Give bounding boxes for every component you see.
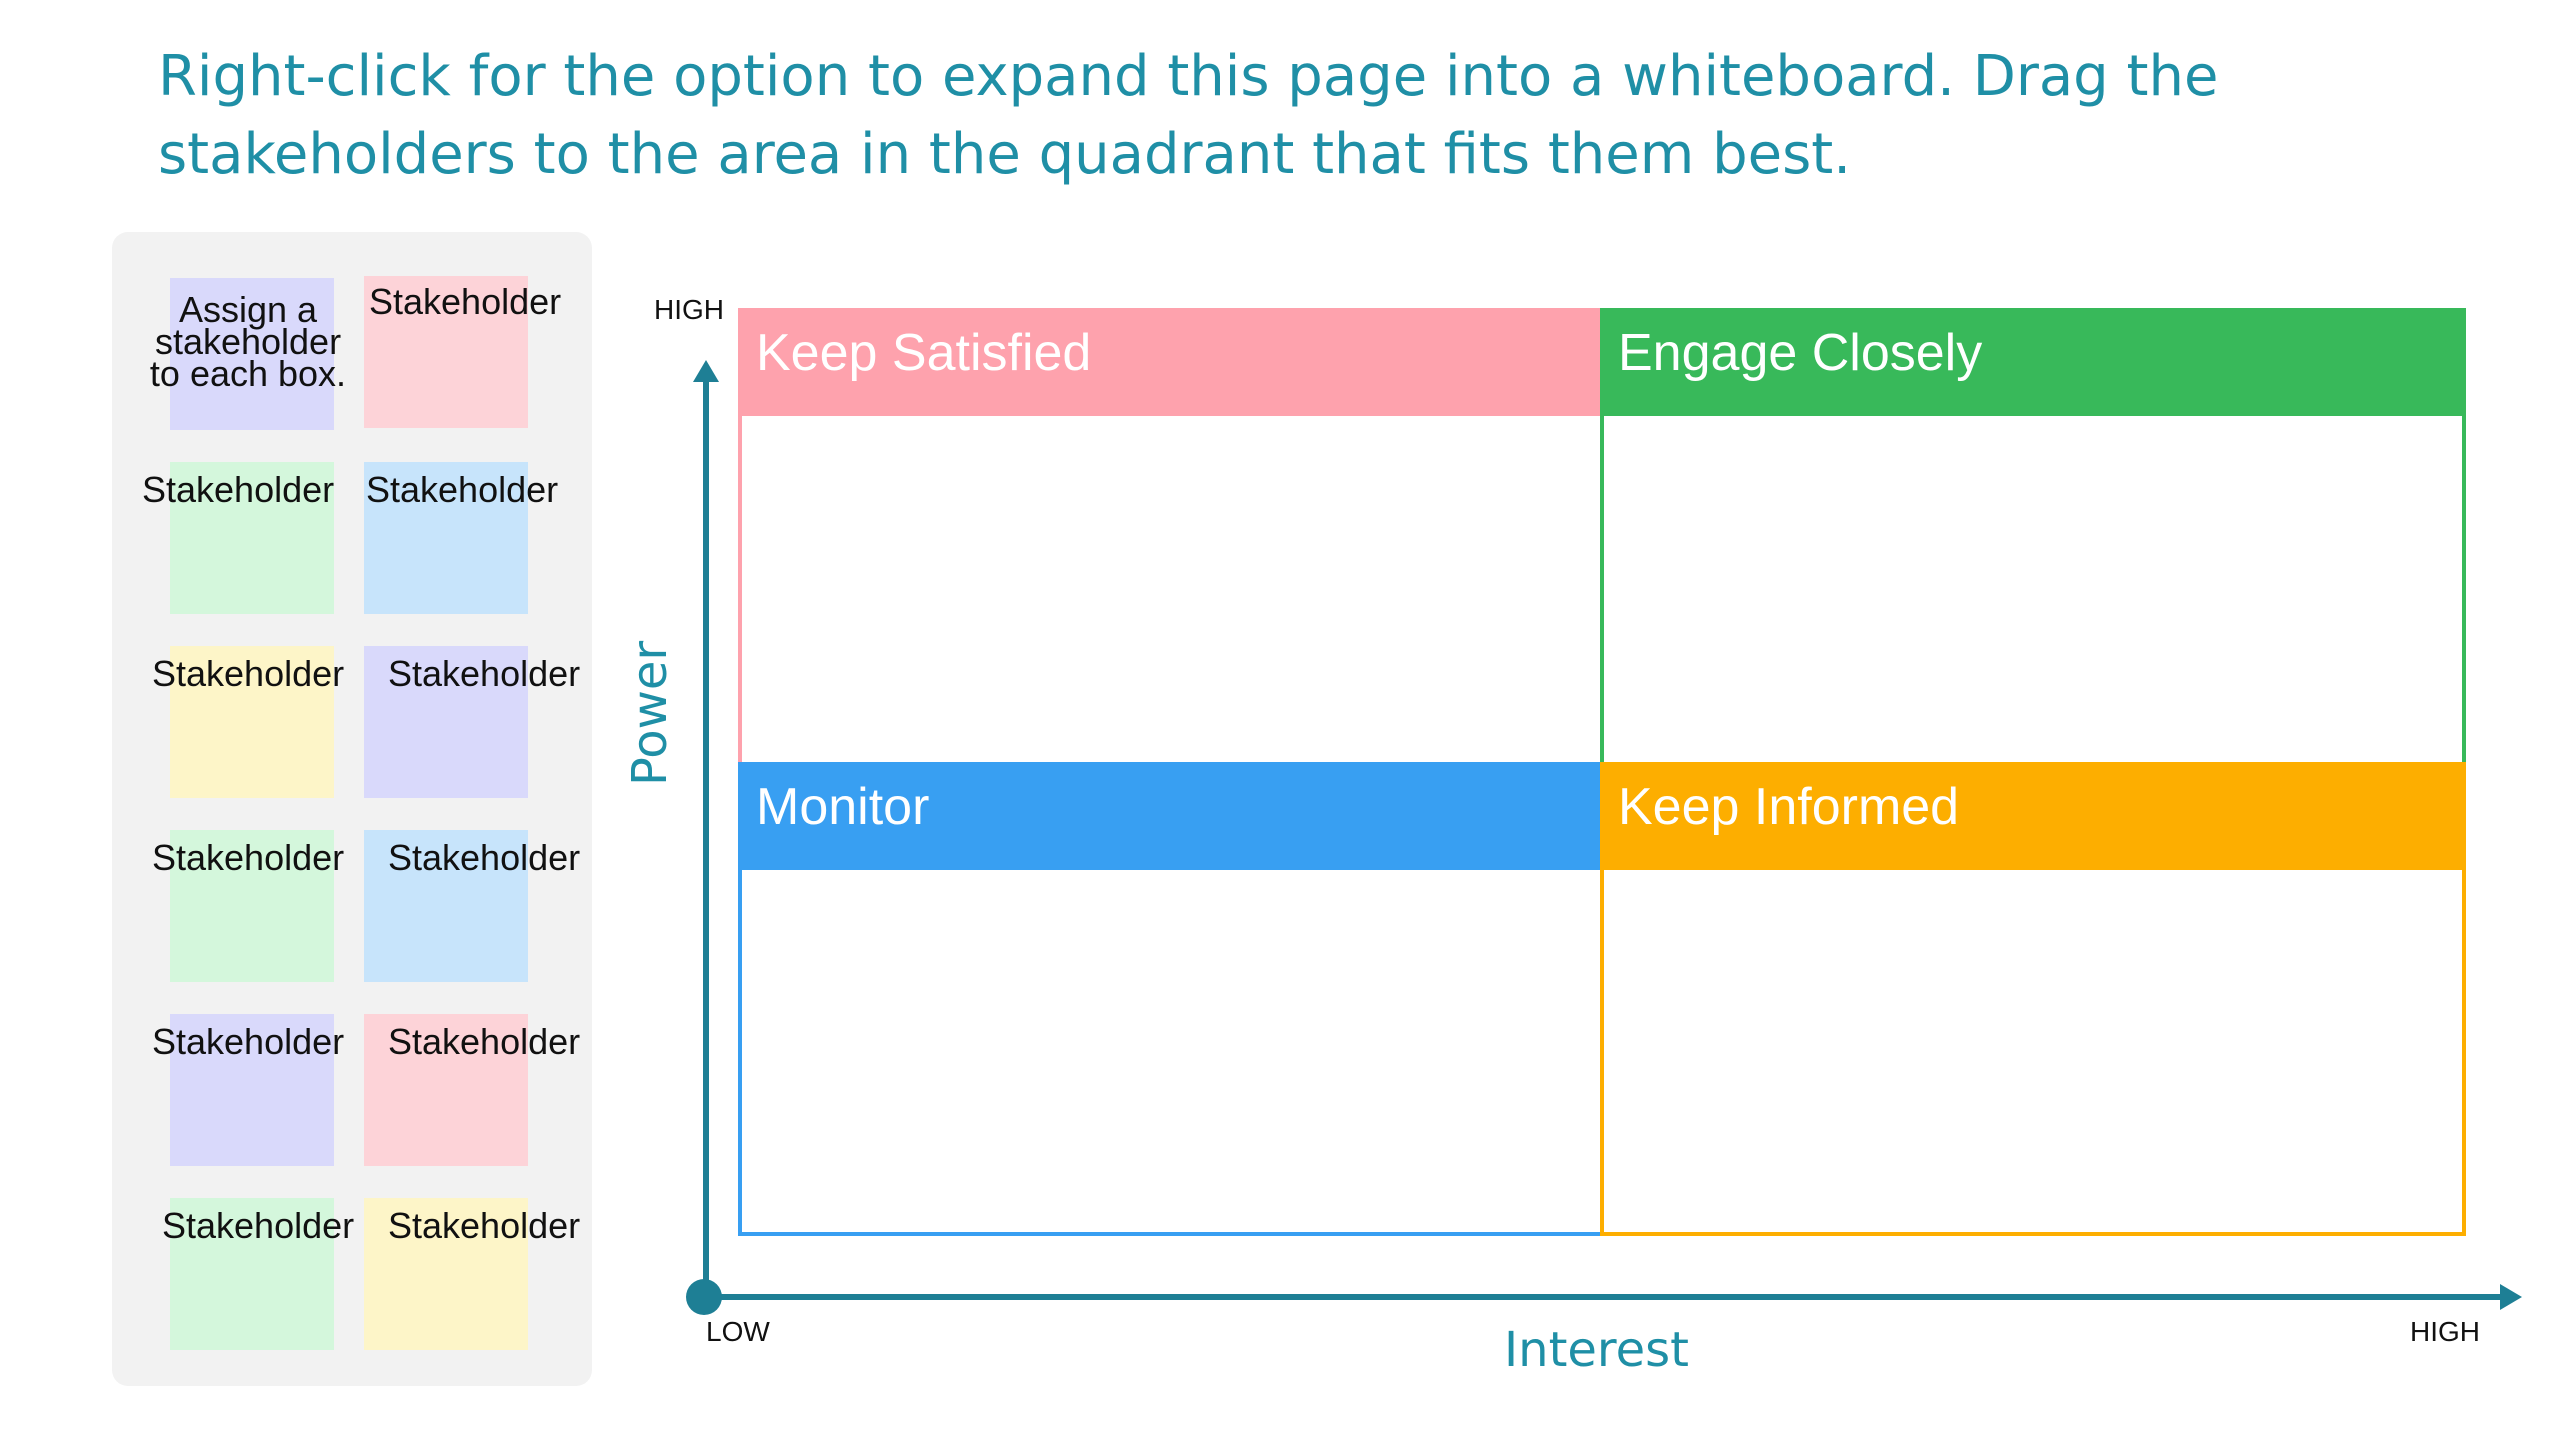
- note-label: Assign a stakeholder to each box.: [149, 289, 347, 394]
- x-axis-low-label: LOW: [706, 1316, 770, 1347]
- y-axis-title: Power: [622, 640, 678, 786]
- y-axis-arrow: [693, 360, 719, 382]
- note-label: Stakeholder: [152, 653, 345, 694]
- quadrant-engage-closely[interactable]: Engage Closely: [1600, 308, 2466, 768]
- note-label: Stakeholder: [388, 1021, 581, 1062]
- sticky-note-stakeholder[interactable]: Stakeholder: [364, 646, 580, 798]
- note-label: Stakeholder: [162, 1205, 355, 1246]
- sticky-note-stakeholder[interactable]: Stakeholder: [364, 462, 558, 614]
- sticky-note-stakeholder[interactable]: Stakeholder: [152, 830, 344, 982]
- quadrant-monitor[interactable]: Monitor: [738, 762, 1604, 1236]
- quadrant-keep-informed[interactable]: Keep Informed: [1600, 762, 2466, 1236]
- note-label: Stakeholder: [152, 837, 345, 878]
- stakeholder-palette: Assign a stakeholder to each box. Stakeh…: [112, 232, 592, 1386]
- sticky-note-stakeholder[interactable]: Stakeholder: [364, 1198, 580, 1350]
- sticky-note-stakeholder[interactable]: Stakeholder: [142, 462, 334, 614]
- instructions-text: Right-click for the option to expand thi…: [158, 44, 2219, 187]
- sticky-note-stakeholder[interactable]: Stakeholder: [364, 276, 561, 428]
- note-label: Stakeholder: [388, 837, 581, 878]
- note-label: Stakeholder: [388, 1205, 581, 1246]
- x-axis-arrow: [2500, 1284, 2522, 1310]
- x-axis-title: Interest: [1504, 1322, 1689, 1378]
- x-axis-line: [703, 1294, 2506, 1300]
- note-label: Stakeholder: [366, 469, 559, 510]
- y-axis-line: [703, 372, 709, 1304]
- axis-origin-dot: [686, 1279, 722, 1315]
- quadrant-header-keep-informed: Keep Informed: [1600, 762, 2466, 870]
- note-label: Stakeholder: [142, 469, 335, 510]
- note-label: Stakeholder: [369, 281, 562, 322]
- sticky-note-instructions[interactable]: Assign a stakeholder to each box.: [150, 278, 346, 430]
- quadrant-keep-satisfied[interactable]: Keep Satisfied: [738, 308, 1604, 768]
- sticky-note-stakeholder[interactable]: Stakeholder: [162, 1198, 354, 1350]
- x-axis-high-label: HIGH: [2410, 1316, 2480, 1347]
- sticky-note-stakeholder[interactable]: Stakeholder: [152, 1014, 344, 1166]
- sticky-note-stakeholder[interactable]: Stakeholder: [152, 646, 344, 798]
- note-label: Stakeholder: [388, 653, 581, 694]
- y-axis-high-label: HIGH: [654, 294, 724, 325]
- sticky-note-stakeholder[interactable]: Stakeholder: [364, 1014, 580, 1166]
- note-label: Stakeholder: [152, 1021, 345, 1062]
- quadrant-header-monitor: Monitor: [738, 762, 1604, 870]
- quadrant-header-keep-satisfied: Keep Satisfied: [738, 308, 1604, 416]
- quadrant-header-engage-closely: Engage Closely: [1600, 308, 2466, 416]
- sticky-note-stakeholder[interactable]: Stakeholder: [364, 830, 580, 982]
